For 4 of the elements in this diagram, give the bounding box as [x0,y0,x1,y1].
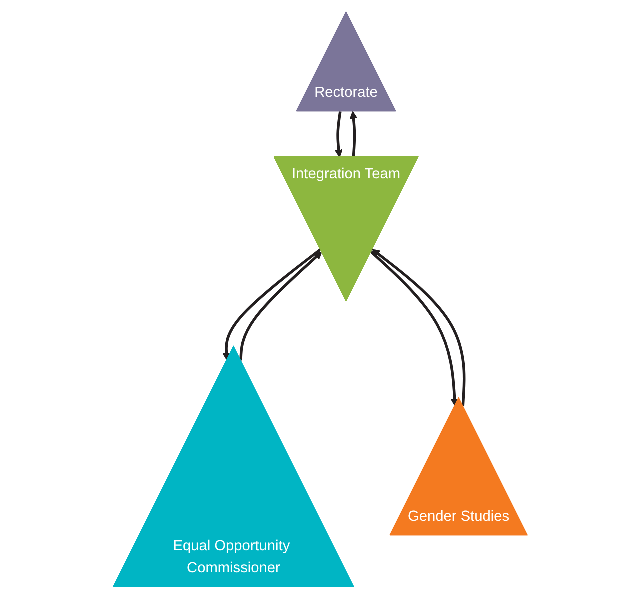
arrow [350,111,358,158]
arrow [334,111,343,158]
arrow [222,248,322,362]
arrow [240,252,322,361]
